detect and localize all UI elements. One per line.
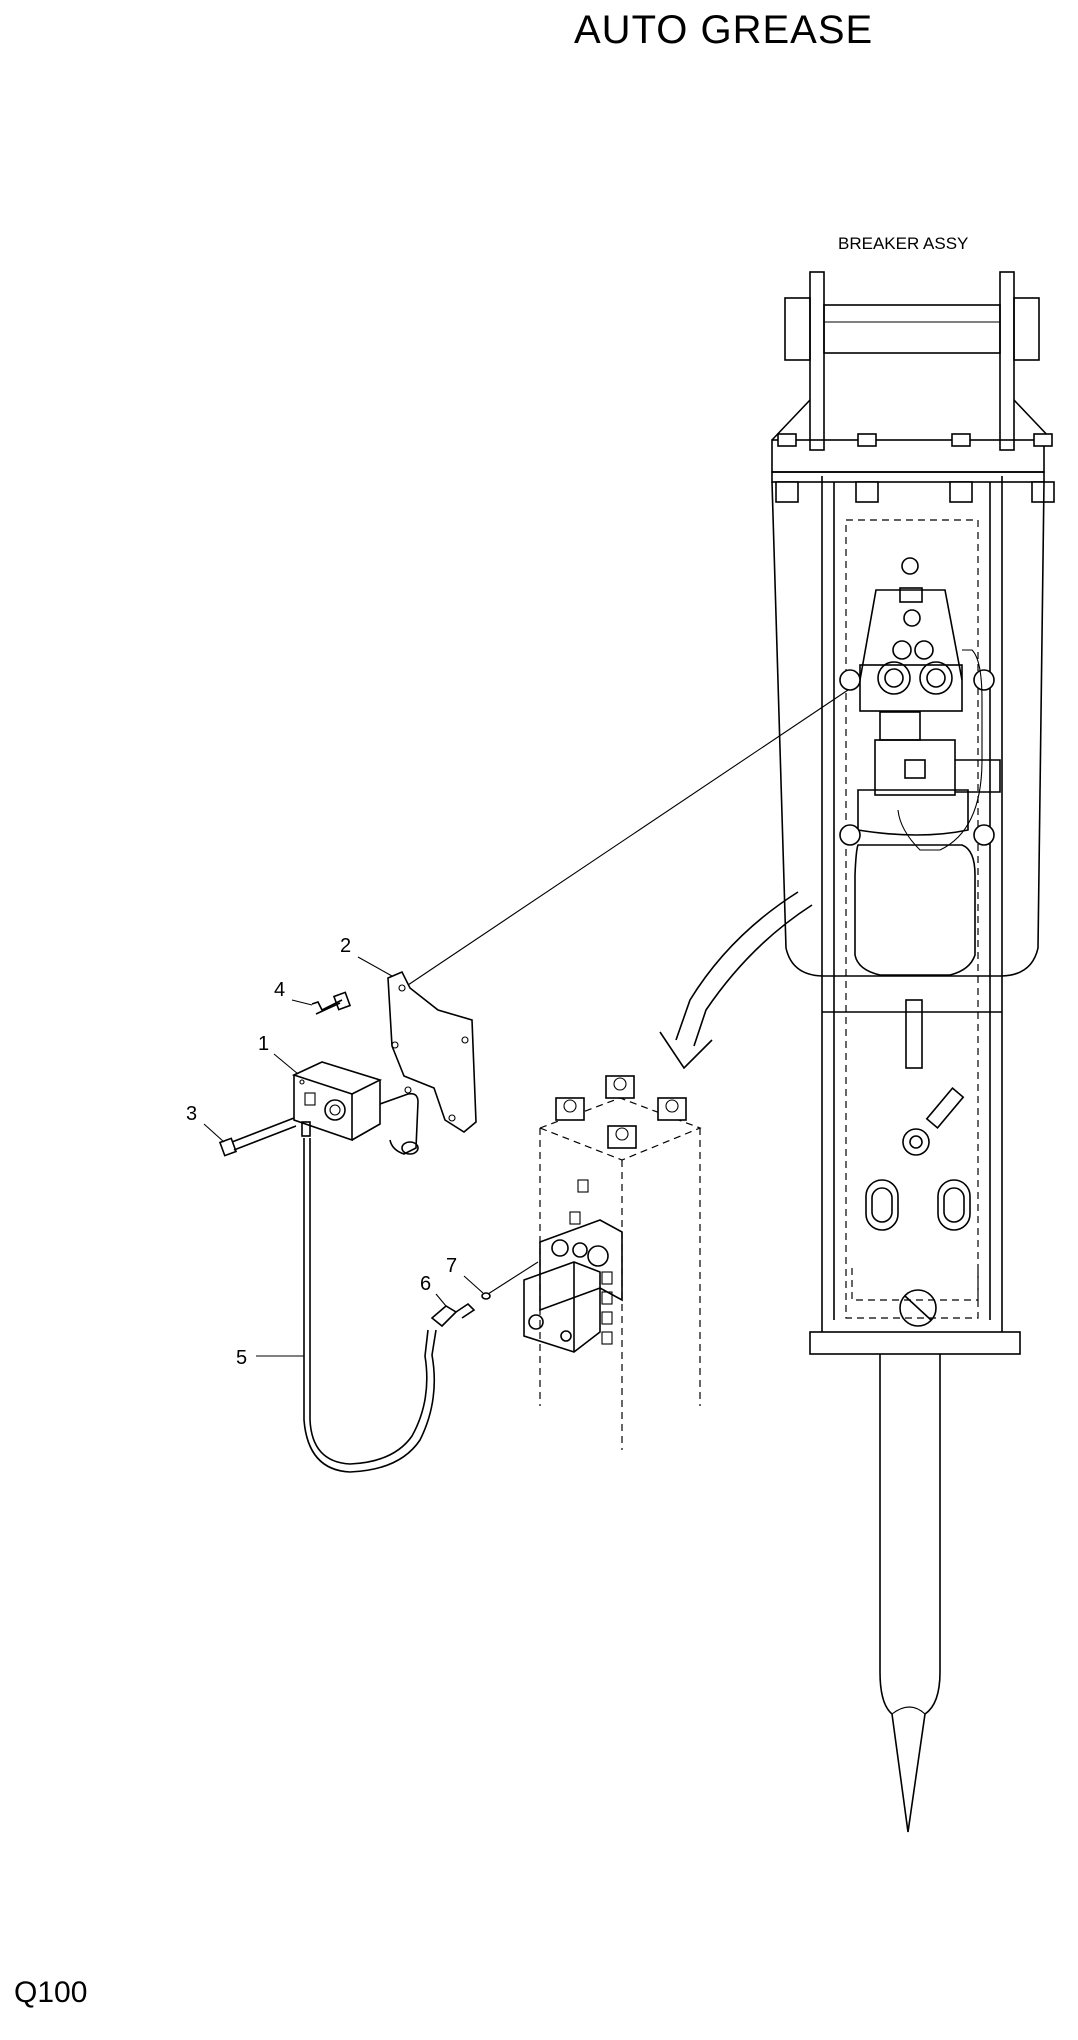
mounting-pin	[823, 304, 1001, 354]
part-1-grease-block	[291, 1061, 419, 1155]
cylinder-housing	[821, 476, 1003, 1332]
callout-7: 7	[446, 1255, 484, 1294]
part-5-hose	[303, 1138, 437, 1473]
callout-6-label: 6	[420, 1273, 431, 1295]
left-side-plate	[809, 271, 825, 451]
retainer-pin	[899, 1289, 937, 1327]
page-code: Q100	[14, 1976, 88, 2009]
callout-6: 6	[420, 1273, 447, 1307]
part-7-o-ring	[481, 1292, 491, 1300]
part-4-screw	[311, 991, 352, 1015]
head-bolts	[775, 433, 1055, 503]
head-plate	[771, 439, 1045, 473]
breaker-assembly: BREAKER ASSY	[771, 234, 1055, 1833]
callout-4: 4	[274, 979, 313, 1006]
part-2-bracket-plate	[387, 970, 477, 1133]
valve-block-detail	[487, 1075, 702, 1450]
chisel-rod	[879, 1354, 941, 1833]
callout-3: 3	[186, 1103, 225, 1143]
part-6-adapter	[430, 1302, 476, 1328]
part-3-bolt	[218, 1117, 297, 1157]
bracket-body	[771, 481, 1045, 977]
breaker-assy-label: BREAKER ASSY	[838, 234, 968, 253]
base-flange	[809, 1331, 1021, 1355]
callout-3-label: 3	[186, 1103, 197, 1125]
grease-box-top	[859, 589, 963, 681]
left-pin-cap	[784, 297, 811, 361]
callout-4-label: 4	[274, 979, 285, 1001]
callout-5-label: 5	[236, 1347, 247, 1369]
callout-1-label: 1	[258, 1033, 269, 1055]
detail-arrow	[659, 891, 813, 1070]
right-pin-cap	[1013, 297, 1040, 361]
callout-2: 2	[340, 935, 393, 977]
callout-7-label: 7	[446, 1255, 457, 1277]
right-side-plate	[999, 271, 1015, 451]
callout-2-label: 2	[340, 935, 351, 957]
callout-5: 5	[236, 1347, 304, 1369]
valve-block-bolts	[555, 1075, 687, 1149]
callout-1: 1	[258, 1033, 299, 1075]
page-title: AUTO GREASE	[574, 8, 874, 52]
grease-cartridge	[854, 844, 976, 976]
